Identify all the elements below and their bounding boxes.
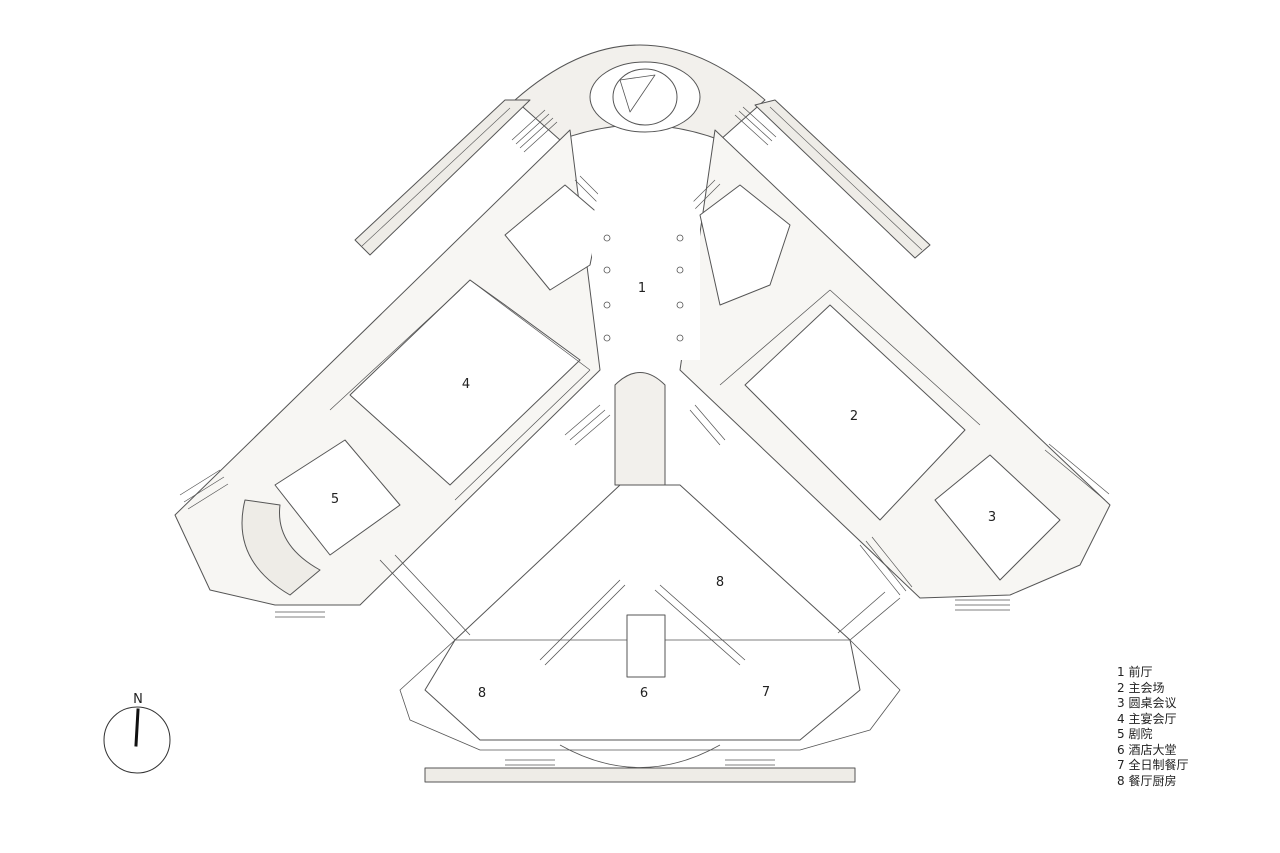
room-5-theatre — [274, 439, 401, 556]
label-room-1: 1 — [638, 281, 646, 296]
legend-item: 4 主宴会厅 — [1117, 711, 1177, 726]
south-lobby-block — [424, 484, 861, 741]
legend-item: 5 剧院 — [1117, 727, 1153, 741]
label-room-4: 4 — [462, 377, 470, 392]
nw-ramp — [354, 99, 531, 256]
foyer-columns — [603, 234, 684, 342]
theatre-seating — [241, 499, 321, 596]
label-room-5: 5 — [331, 492, 339, 507]
north-needle-icon — [134, 708, 140, 747]
south-dropoff — [424, 767, 856, 783]
legend-item: 7 全日制餐厅 — [1117, 758, 1189, 772]
central-spine — [614, 372, 666, 486]
south-podium-edge — [399, 639, 901, 751]
label-room-3: 3 — [988, 510, 996, 525]
legend-item: 6 酒店大堂 — [1117, 742, 1177, 757]
legend-item: 8 餐厅厨房 — [1117, 773, 1177, 788]
label-room-8-west: 8 — [478, 686, 486, 701]
room-1-foyer — [590, 185, 700, 360]
north-arrow: N — [103, 692, 171, 774]
label-room-7: 7 — [762, 685, 770, 700]
legend-item: 2 主会场 — [1117, 680, 1165, 695]
ne-wing-rooms — [699, 184, 791, 306]
legend-item: 1 前厅 — [1117, 665, 1153, 679]
label-room-6: 6 — [640, 686, 648, 701]
room-legend: 1 前厅 2 主会场 3 圆桌会议 4 主宴会厅 5 剧院 6 酒店大堂 7 全… — [1117, 665, 1188, 789]
room-2-main-hall — [744, 304, 966, 521]
legend-item: 3 圆桌会议 — [1117, 696, 1177, 710]
lobby-reception — [626, 614, 666, 678]
stair-hatches — [179, 106, 1110, 766]
label-room-8-east: 8 — [716, 575, 724, 590]
north-letter: N — [133, 692, 143, 707]
room-3-roundtable — [934, 454, 1061, 581]
ne-ramp — [754, 99, 931, 259]
north-circle — [103, 706, 171, 774]
label-room-2: 2 — [850, 409, 858, 424]
